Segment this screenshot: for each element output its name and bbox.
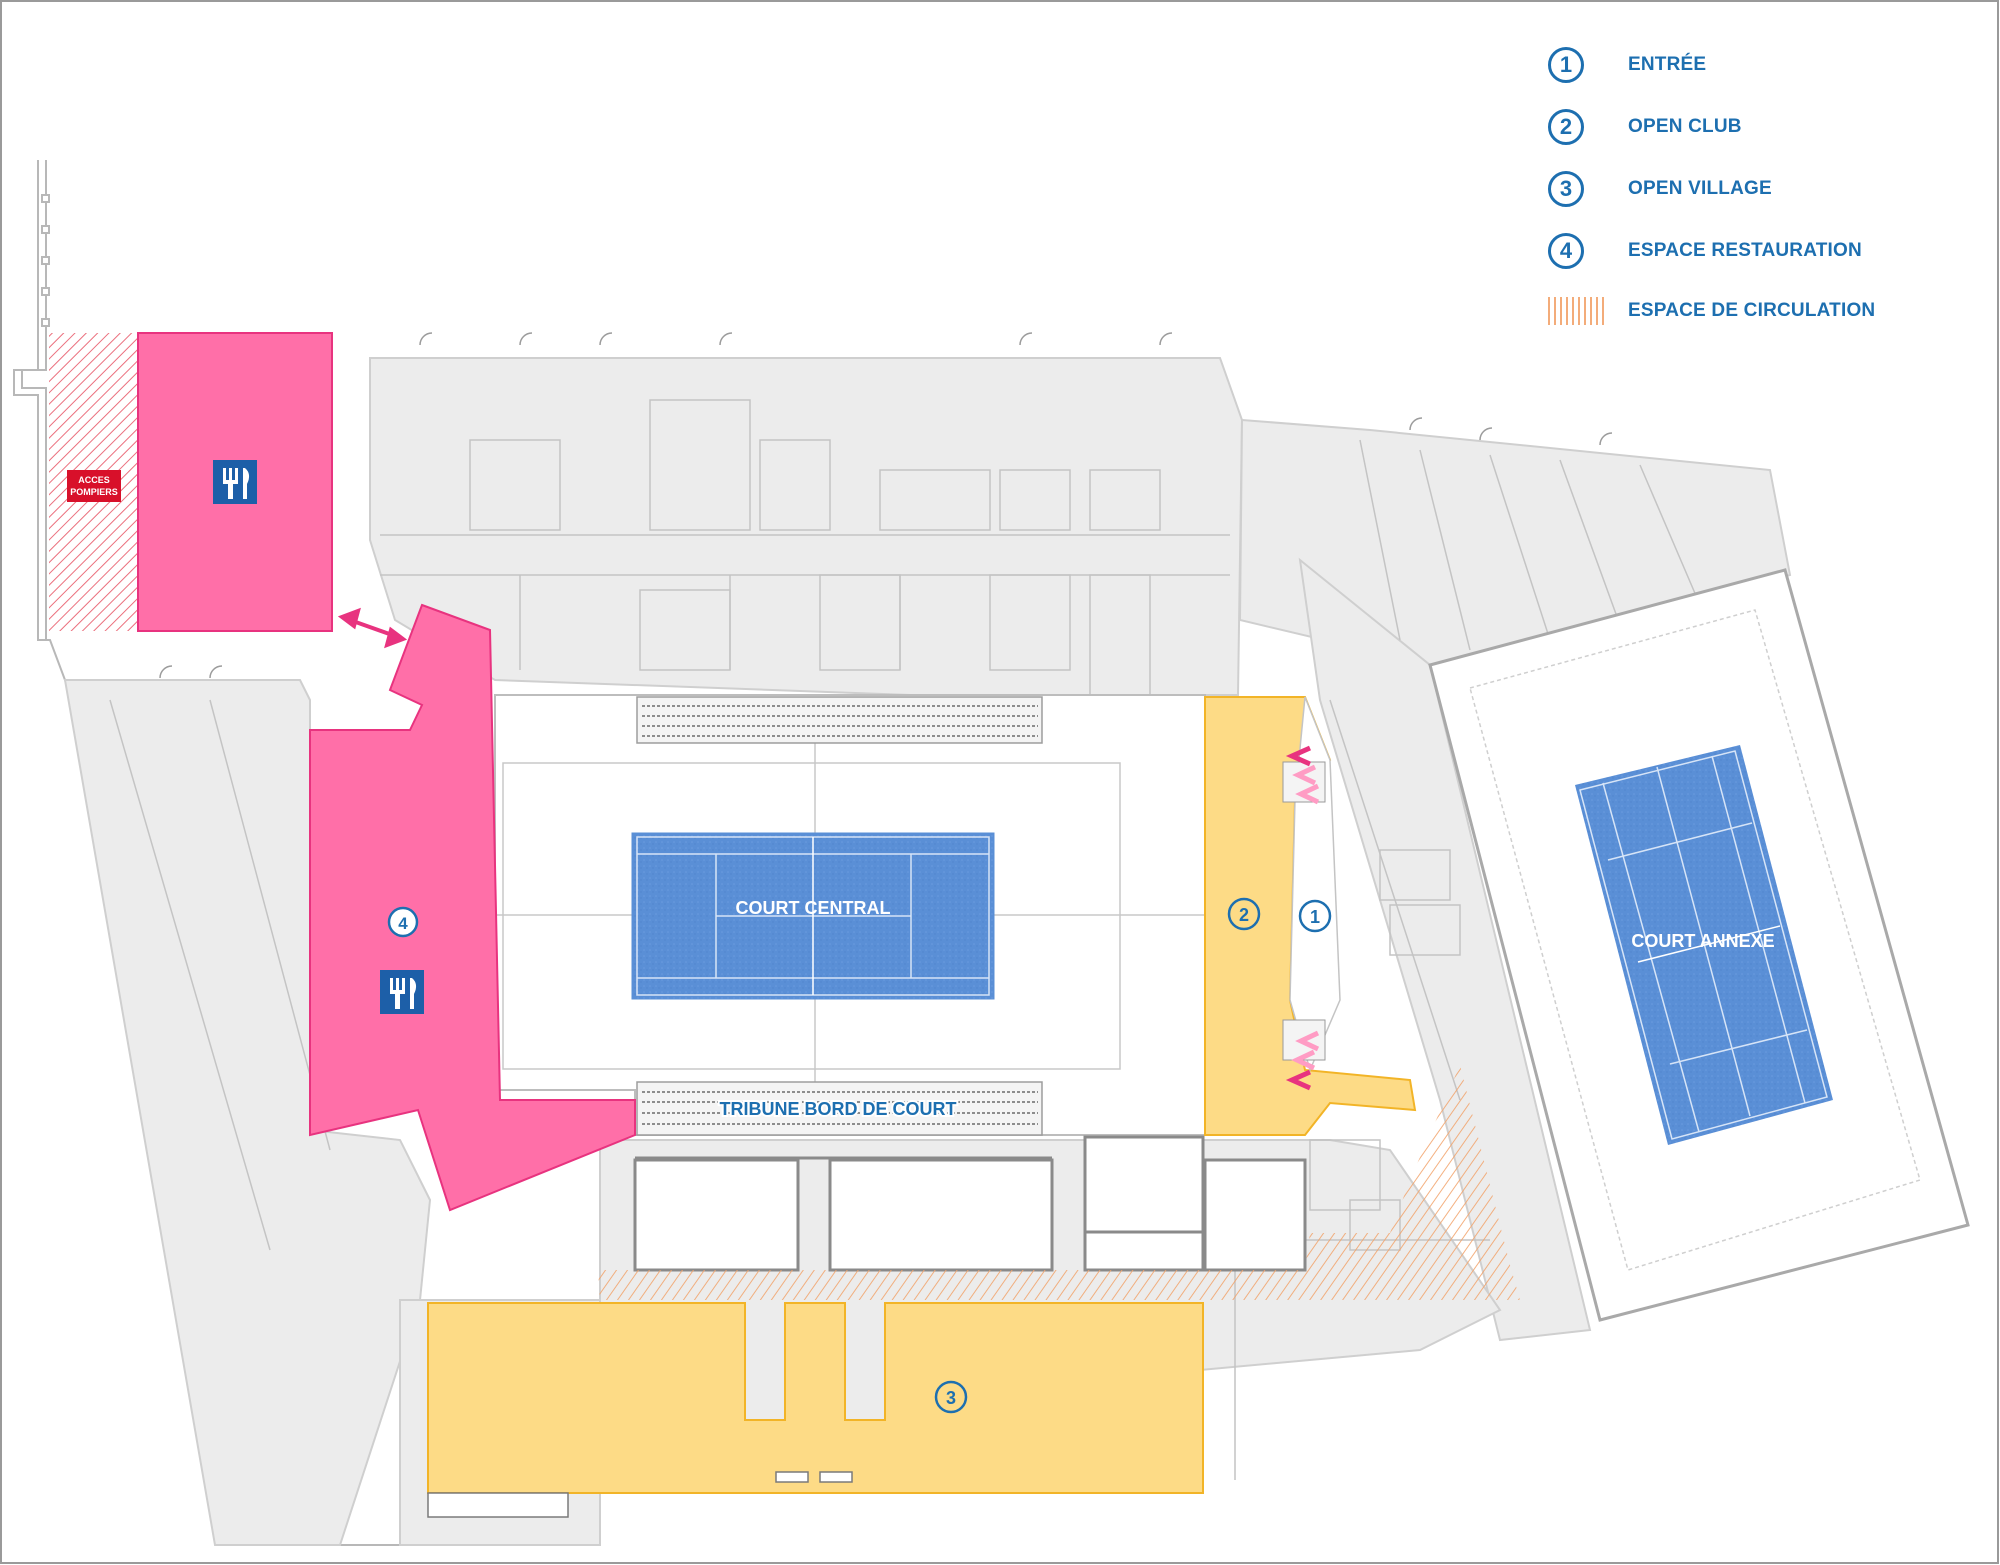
legend-item-entree: 1 ENTRÉE [1548, 34, 1968, 96]
svg-text:4: 4 [398, 914, 408, 933]
zone-number-icon: 3 [1548, 171, 1584, 207]
court-annexe-area [1428, 568, 1970, 1322]
legend-label: ENTRÉE [1628, 54, 1707, 75]
zone-marker-1: 1 [1298, 899, 1332, 933]
circulation-zone [598, 1065, 1520, 1300]
zone-marker-2: 2 [1227, 897, 1261, 931]
open-village-zone [427, 1302, 1204, 1494]
court-central [631, 832, 995, 1000]
tribune-south-seating [636, 1081, 1043, 1136]
fire-access-label-line1: ACCES [78, 475, 110, 485]
legend-label: OPEN VILLAGE [1628, 178, 1772, 199]
legend-label: ESPACE RESTAURATION [1628, 240, 1862, 261]
svg-text:1: 1 [1310, 907, 1320, 927]
hatch-swatch-icon [1548, 297, 1606, 325]
zone-marker-3: 3 [934, 1380, 968, 1414]
zone-number-icon: 1 [1548, 47, 1584, 83]
court-central-run-off [502, 762, 1121, 1070]
legend-item-espace-restauration: 4 ESPACE RESTAURATION [1548, 220, 1968, 282]
restaurant-icon [213, 460, 257, 504]
arrow-chevron-icon [1285, 745, 1320, 1091]
legend-item-espace-circulation: ESPACE DE CIRCULATION [1548, 282, 1968, 340]
double-arrow-icon [337, 607, 408, 649]
fire-access-sign [67, 470, 121, 502]
door-markings [159, 332, 1613, 679]
fire-access-label-line2: POMPIERS [70, 487, 118, 497]
svg-text:2: 2 [1239, 905, 1249, 925]
interior-walls [109, 399, 1701, 1480]
legend-item-open-village: 3 OPEN VILLAGE [1548, 158, 1968, 220]
court-annexe-label: COURT ANNEXE [1631, 931, 1774, 951]
svg-text:3: 3 [946, 1388, 956, 1408]
zone-number-icon: 4 [1548, 233, 1584, 269]
court-central-label: COURT CENTRAL [736, 898, 891, 918]
legend: 1 ENTRÉE 2 OPEN CLUB 3 OPEN VILLAGE 4 ES… [1548, 34, 1968, 340]
zone-marker-4: 4 [387, 906, 419, 938]
legend-label: ESPACE DE CIRCULATION [1628, 300, 1876, 321]
legend-item-open-club: 2 OPEN CLUB [1548, 96, 1968, 158]
tribune-north-seating [636, 696, 1043, 744]
zone-number-icon: 2 [1548, 109, 1584, 145]
tribune-label: TRIBUNE BORD DE COURT [720, 1099, 957, 1119]
legend-label: OPEN CLUB [1628, 116, 1742, 137]
restauration-zone-main [309, 603, 636, 1212]
rooms-under-tribune [633, 1135, 1307, 1272]
restaurant-icon [380, 970, 424, 1014]
village-tables [427, 1471, 853, 1518]
